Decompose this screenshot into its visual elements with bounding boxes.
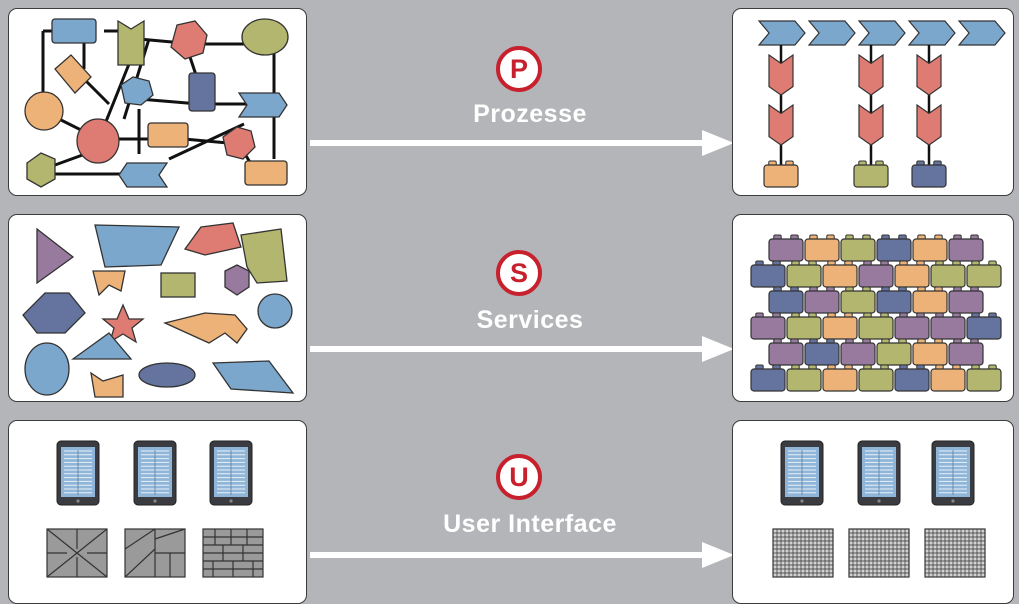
tablet-icon bbox=[56, 440, 100, 506]
tablet-icon bbox=[780, 440, 824, 506]
puzzle-brick-icon bbox=[822, 312, 858, 340]
ordered-process-graph bbox=[757, 20, 1006, 188]
grid-tile-icon bbox=[772, 528, 834, 578]
puzzle-brick-icon bbox=[804, 286, 840, 314]
ui-badge-letter: U bbox=[509, 461, 529, 492]
chevron-down-icon bbox=[916, 53, 942, 96]
puzzle-brick-icon bbox=[858, 260, 894, 288]
tablet-icon bbox=[133, 440, 177, 506]
ordered-ui-tiles bbox=[772, 440, 986, 578]
process-badge-letter: P bbox=[509, 53, 528, 84]
puzzle-brick-icon bbox=[948, 286, 984, 314]
chevron-arrow-icon bbox=[957, 20, 1006, 46]
puzzle-brick-icon bbox=[750, 364, 786, 392]
chevron-arrow-icon bbox=[757, 20, 806, 46]
puzzle-brick-icon bbox=[822, 364, 858, 392]
tablet-icon bbox=[857, 440, 901, 506]
grid-tile-icon bbox=[924, 528, 986, 578]
puzzle-brick-icon bbox=[966, 312, 1002, 340]
grid-tile-icon bbox=[848, 528, 910, 578]
puzzle-brick-icon bbox=[948, 234, 984, 262]
chaotic-services-panel bbox=[8, 214, 307, 402]
puzzle-brick-icon bbox=[804, 338, 840, 366]
ui-label: User Interface bbox=[443, 510, 617, 538]
puzzle-brick-icon bbox=[876, 234, 912, 262]
services-label: Services bbox=[476, 306, 584, 334]
puzzle-brick-icon bbox=[750, 312, 786, 340]
puzzle-brick-icon bbox=[786, 312, 822, 340]
puzzle-brick-icon bbox=[853, 160, 889, 188]
puzzle-brick-icon bbox=[840, 234, 876, 262]
chaotic-process-graph bbox=[24, 18, 289, 188]
puzzle-brick-icon bbox=[930, 364, 966, 392]
mosaic-tile-icon bbox=[46, 528, 108, 578]
puzzle-brick-icon bbox=[912, 234, 948, 262]
puzzle-brick-icon bbox=[858, 312, 894, 340]
puzzle-brick-icon bbox=[840, 286, 876, 314]
tablet-icon bbox=[931, 440, 975, 506]
chevron-down-icon bbox=[858, 103, 884, 146]
ui-badge: U bbox=[496, 454, 542, 500]
chevron-down-icon bbox=[768, 103, 794, 146]
services-badge: S bbox=[496, 250, 542, 296]
mosaic-tile-icon bbox=[124, 528, 186, 578]
puzzle-brick-icon bbox=[768, 234, 804, 262]
puzzle-brick-icon bbox=[786, 364, 822, 392]
chaotic-ui-tiles bbox=[46, 440, 264, 578]
puzzle-brick-icon bbox=[966, 364, 1002, 392]
chevron-arrow-icon bbox=[807, 20, 856, 46]
puzzle-brick-icon bbox=[768, 338, 804, 366]
chaotic-process-panel bbox=[8, 8, 307, 196]
puzzle-brick-icon bbox=[911, 160, 947, 188]
chevron-down-icon bbox=[858, 53, 884, 96]
chaotic-shapes bbox=[22, 222, 295, 398]
puzzle-brick-icon bbox=[750, 260, 786, 288]
services-arrow bbox=[310, 336, 734, 362]
ui-arrow bbox=[310, 542, 734, 568]
puzzle-brick-icon bbox=[912, 338, 948, 366]
ordered-process-panel bbox=[732, 8, 1014, 196]
puzzle-brick-icon bbox=[876, 286, 912, 314]
puzzle-brick-icon bbox=[876, 338, 912, 366]
puzzle-brick-icon bbox=[930, 260, 966, 288]
chaotic-ui-panel bbox=[8, 420, 307, 604]
puzzle-brick-icon bbox=[840, 338, 876, 366]
puzzle-brick-icon bbox=[894, 312, 930, 340]
puzzle-brick-icon bbox=[912, 286, 948, 314]
puzzle-brick-icon bbox=[768, 286, 804, 314]
mosaic-tile-icon bbox=[202, 528, 264, 578]
process-badge: P bbox=[496, 46, 542, 92]
puzzle-brick-icon bbox=[948, 338, 984, 366]
ordered-services-panel bbox=[732, 214, 1014, 402]
process-arrow bbox=[310, 130, 734, 156]
puzzle-brick-icon bbox=[804, 234, 840, 262]
process-label: Prozesse bbox=[473, 100, 587, 128]
chevron-down-icon bbox=[916, 103, 942, 146]
brick-wall bbox=[750, 234, 1002, 392]
ordered-ui-panel bbox=[732, 420, 1014, 604]
puzzle-brick-icon bbox=[966, 260, 1002, 288]
puzzle-brick-icon bbox=[930, 312, 966, 340]
puzzle-brick-icon bbox=[894, 260, 930, 288]
puzzle-brick-icon bbox=[822, 260, 858, 288]
puzzle-brick-icon bbox=[894, 364, 930, 392]
tablet-icon bbox=[209, 440, 253, 506]
chevron-down-icon bbox=[768, 53, 794, 96]
puzzle-brick-icon bbox=[786, 260, 822, 288]
chevron-arrow-icon bbox=[907, 20, 956, 46]
puzzle-brick-icon bbox=[858, 364, 894, 392]
chevron-arrow-icon bbox=[857, 20, 906, 46]
services-badge-letter: S bbox=[509, 257, 528, 288]
puzzle-brick-icon bbox=[763, 160, 799, 188]
